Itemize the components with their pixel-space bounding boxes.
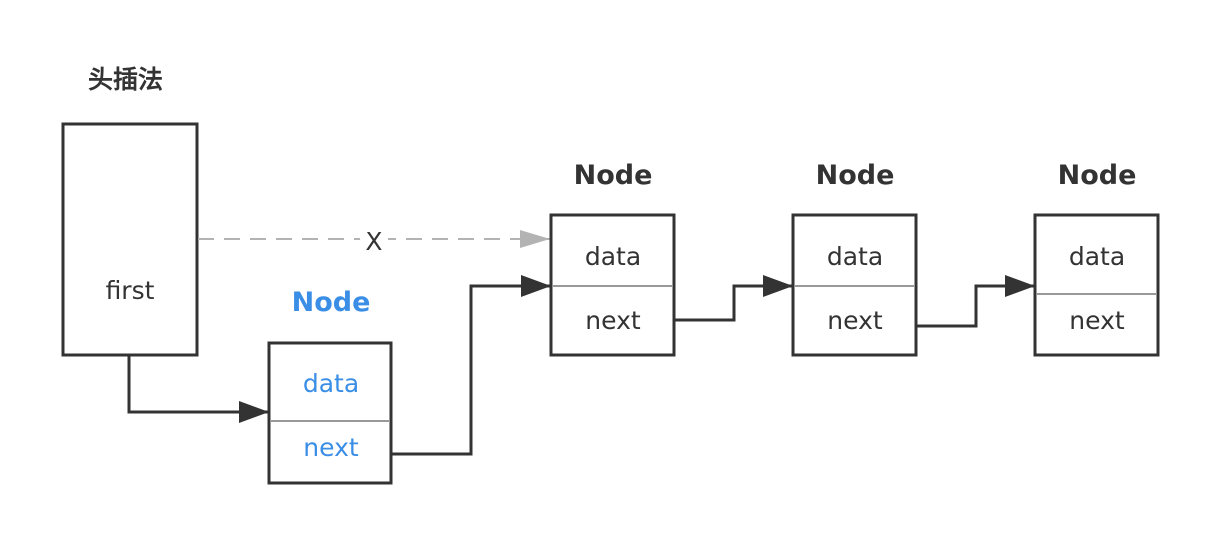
new-node-next-field: next [303,433,359,462]
node-2-next-field: next [827,306,883,335]
node-3-next-field: next [1069,306,1125,335]
head-pointer-box: first [61,122,199,357]
node-1-to-node-2-arrow [675,275,793,322]
node-2-to-node-3-arrow [917,275,1035,328]
node-1: Node data next [549,160,676,357]
node-2-header: Node [816,160,895,191]
node-2-data-field: data [827,242,883,271]
diagram-title: 头插法 [88,65,163,94]
node-2: Node data next [791,160,918,357]
new-node-data-field: data [303,369,359,398]
new-node: Node data next [267,287,393,485]
node-1-next-field: next [585,306,641,335]
new-node-header: Node [292,287,371,318]
node-3-header: Node [1058,160,1137,191]
removed-link-marker: X [365,227,382,256]
node-1-data-field: data [585,242,641,271]
node-3: Node data next [1033,160,1160,357]
new-node-to-node-1-arrow [392,275,551,456]
node-1-header: Node [574,160,653,191]
head-label: first [106,276,155,305]
removed-link: X [198,226,550,256]
first-to-new-node-arrow [127,356,269,423]
node-3-data-field: data [1069,242,1125,271]
